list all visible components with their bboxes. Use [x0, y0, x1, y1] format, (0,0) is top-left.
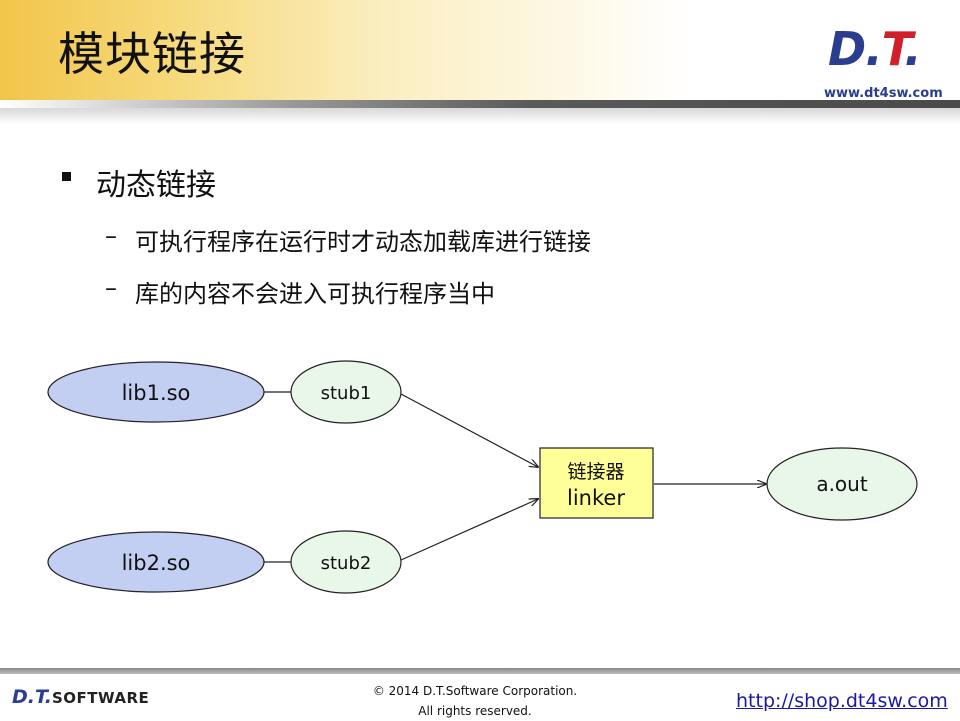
- footer-logo-software: SOFTWARE: [51, 689, 150, 707]
- shop-link[interactable]: http://shop.dt4sw.com: [736, 690, 948, 712]
- sub-bullet-2: 库的内容不会进入可执行程序当中: [135, 280, 495, 308]
- header-shadow: [0, 108, 960, 124]
- logo-letter-t: T: [881, 22, 906, 76]
- node-lib1-label: lib1.so: [122, 381, 191, 405]
- arrow-stub1-linker: [400, 393, 538, 467]
- footer-divider: [0, 668, 960, 674]
- node-stub2-label: stub2: [321, 553, 372, 574]
- node-output-label: a.out: [816, 472, 868, 496]
- logo-letter-d: D: [828, 22, 866, 76]
- node-stub2: [290, 530, 402, 594]
- copyright-line1: © 2014 D.T.Software Corporation.: [372, 684, 578, 698]
- sub-bullet-1: 可执行程序在运行时才动态加载库进行链接: [135, 228, 591, 256]
- node-lib2: [47, 531, 265, 593]
- node-output: [766, 447, 918, 521]
- dt-logo: D.T.: [828, 22, 922, 76]
- node-linker-label-en: linker: [567, 486, 625, 510]
- header-divider: [0, 100, 960, 108]
- site-url[interactable]: www.dt4sw.com: [824, 86, 943, 101]
- copyright: © 2014 D.T.Software Corporation. All rig…: [330, 681, 620, 721]
- arrow-stub2-linker: [400, 499, 538, 561]
- logo-dot: .: [904, 22, 922, 76]
- logo-dot: .: [865, 22, 883, 76]
- node-lib2-label: lib2.so: [122, 551, 191, 575]
- sub-bullet-dash: –: [105, 274, 117, 302]
- node-lib1: [47, 361, 265, 423]
- slide-title: 模块链接: [58, 27, 246, 81]
- linking-diagram: lib1.so stub1 lib2.so stub2 链接器 linker a…: [47, 360, 918, 594]
- node-linker-label-cn: 链接器: [567, 461, 624, 483]
- header-band: [0, 0, 960, 108]
- node-stub1: [290, 360, 402, 424]
- copyright-line2: All rights reserved.: [418, 704, 532, 718]
- bullet-dynamic-linking: 动态链接: [96, 168, 216, 203]
- node-linker: [539, 447, 654, 519]
- footer-logo: D.T.SOFTWARE: [12, 686, 149, 708]
- bullet-marker: [62, 172, 71, 181]
- sub-bullet-dash: –: [105, 222, 117, 250]
- footer-logo-mark: D.T.: [12, 686, 52, 708]
- node-stub1-label: stub1: [321, 383, 372, 404]
